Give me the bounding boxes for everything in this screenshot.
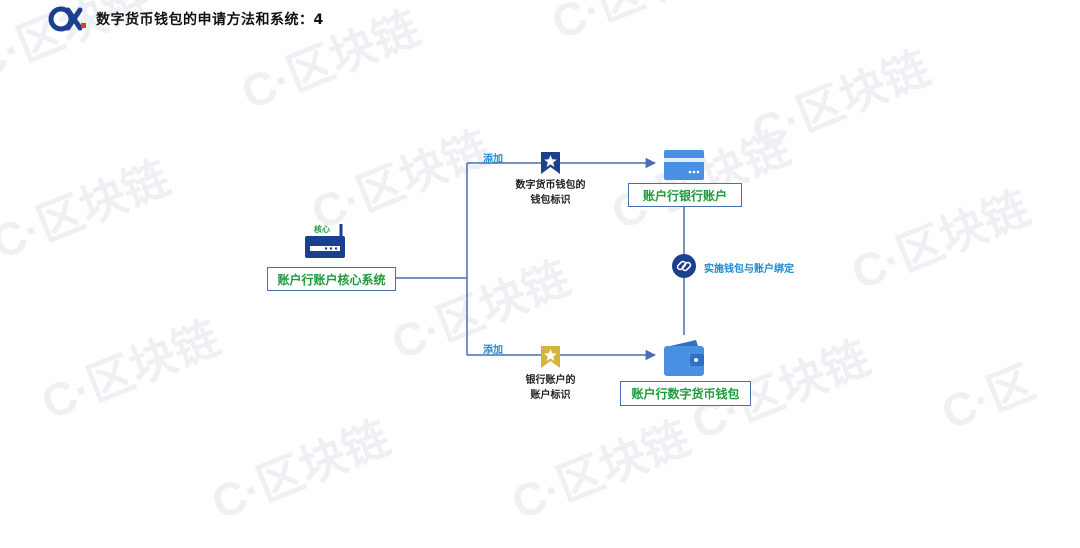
wallet-icon	[664, 340, 704, 376]
account-id-line1: 银行账户的	[525, 375, 576, 386]
digital-wallet-node: 账户行数字货币钱包	[620, 381, 751, 406]
digital-wallet-label: 账户行数字货币钱包	[631, 387, 740, 401]
add-label-bottom: 添加	[483, 345, 503, 356]
link-icon	[672, 254, 696, 278]
account-id-label: 银行账户的 账户标识	[503, 373, 598, 403]
bookmark-star-icon-gold	[541, 346, 560, 368]
wallet-id-line1: 数字货币钱包的	[515, 180, 586, 191]
router-icon	[305, 224, 345, 258]
wallet-id-label: 数字货币钱包的 钱包标识	[503, 178, 598, 208]
core-system-node: 账户行账户核心系统	[267, 267, 396, 291]
page-title: 数字货币钱包的申请方法和系统：4	[96, 12, 324, 28]
binding-label: 实施钱包与账户绑定	[704, 264, 794, 275]
header: 数字货币钱包的申请方法和系统：4	[48, 4, 324, 34]
bank-account-node: 账户行银行账户	[628, 183, 742, 207]
wallet-id-line2: 钱包标识	[530, 195, 571, 206]
add-label-top: 添加	[483, 154, 503, 165]
core-system-label: 账户行账户核心系统	[277, 272, 386, 287]
bank-account-label: 账户行银行账户	[642, 188, 727, 203]
account-id-line2: 账户标识	[530, 390, 571, 401]
core-badge: 核心	[314, 225, 330, 234]
bookmark-star-icon	[541, 152, 560, 174]
logo-icon	[48, 6, 86, 32]
bank-card-icon	[664, 150, 704, 180]
